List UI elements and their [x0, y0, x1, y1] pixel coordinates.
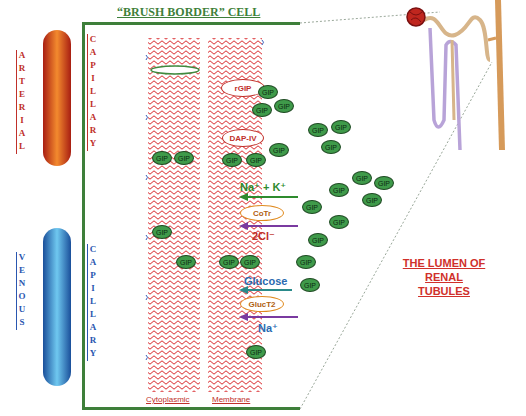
molecule-label: GIP	[250, 349, 262, 356]
vertical-label: CAPILLARY	[88, 244, 98, 361]
vertical-label: CAPILLARY	[88, 34, 98, 151]
molecule-label: GIP	[356, 175, 368, 182]
empty-oval	[151, 66, 199, 74]
gip-molecule: GIP	[222, 153, 242, 167]
gip-molecule: GIP	[174, 151, 194, 165]
molecule-label: GIP	[244, 259, 256, 266]
molecule-label: GIP	[312, 237, 324, 244]
receptor-oval: DAP-IV	[222, 129, 264, 147]
oval-label: CoTr	[253, 209, 271, 218]
receptor-oval: GlucT2	[240, 296, 284, 312]
molecule-label: GIP	[366, 197, 378, 204]
molecule-label: GIP	[333, 219, 345, 226]
gip-molecule: GIP	[252, 103, 272, 117]
gip-molecule: GIP	[258, 85, 278, 99]
transport-arrows	[239, 193, 298, 321]
gip-molecule: GIP	[240, 255, 260, 269]
molecule-label: GIP	[250, 157, 262, 164]
molecule-label: GIP	[333, 187, 345, 194]
gip-molecule: GIP	[308, 233, 328, 247]
gip-molecule: GIP	[374, 176, 394, 190]
venous-capillary: VENOUS CAPILLARY	[15, 222, 105, 390]
membrane-zigzag	[148, 38, 200, 392]
molecule-label: GIP	[325, 144, 337, 151]
vertical-label: VENOUS	[17, 252, 27, 330]
gip-molecule: GIP	[321, 140, 341, 154]
cell-box: “BRUSH BORDER” CELLrGIPDAP-IVCoTrGlucT2G…	[82, 22, 300, 410]
molecule-label: GIP	[256, 107, 268, 114]
molecule-label: GIP	[223, 259, 235, 266]
capillary-tube	[43, 30, 71, 166]
gip-molecule: GIP	[329, 215, 349, 229]
region-label: THE LUMEN OF RENAL TUBULES	[398, 256, 490, 298]
gip-molecule: GIP	[274, 99, 294, 113]
ion-label: Na⁺ + K⁺	[240, 181, 286, 194]
gip-molecule: GIP	[269, 143, 289, 157]
gip-molecule: GIP	[296, 255, 316, 269]
molecule-label: GIP	[226, 157, 238, 164]
molecule-label: GIP	[180, 259, 192, 266]
oval-label: GlucT2	[248, 300, 275, 309]
molecule-label: GIP	[378, 180, 390, 187]
vertical-label: ARTERIAL	[17, 50, 27, 154]
gip-molecule: GIP	[300, 278, 320, 292]
oval-label: rGIP	[235, 84, 252, 93]
membrane-label: Membrane	[212, 395, 250, 404]
molecule-label: GIP	[335, 124, 347, 131]
cell-heading: “BRUSH BORDER” CELL	[117, 5, 260, 20]
capillary-tube	[43, 228, 71, 386]
gip-molecule: GIP	[302, 200, 322, 214]
gip-molecule: GIP	[152, 225, 172, 239]
ion-label: 2Cl⁻	[252, 230, 275, 243]
gip-molecule: GIP	[362, 193, 382, 207]
arterial-capillary: ARTERIAL CAPILLARY	[15, 26, 105, 172]
oval-label: DAP-IV	[229, 134, 256, 143]
gip-molecule: GIP	[308, 123, 328, 137]
ion-label: Na⁺	[258, 322, 278, 335]
gip-molecule: GIP	[331, 120, 351, 134]
receptor-oval: CoTr	[240, 205, 284, 221]
molecule-label: GIP	[306, 204, 318, 211]
molecule-label: GIP	[312, 127, 324, 134]
molecule-label: GIP	[273, 147, 285, 154]
membrane-label: Cytoplasmic	[146, 395, 190, 404]
gip-molecule: GIP	[152, 151, 172, 165]
gip-molecule: GIP	[219, 255, 239, 269]
zoom-line	[300, 62, 492, 409]
gip-molecule: GIP	[352, 171, 372, 185]
membrane-marks	[146, 40, 264, 360]
ion-label: Glucose	[244, 275, 287, 287]
molecule-label: GIP	[262, 89, 274, 96]
molecule-label: GIP	[304, 282, 316, 289]
molecule-label: GIP	[156, 155, 168, 162]
gip-molecule: GIP	[329, 183, 349, 197]
gip-molecule: GIP	[176, 255, 196, 269]
gip-molecule: GIP	[246, 153, 266, 167]
molecule-label: GIP	[178, 155, 190, 162]
molecule-label: GIP	[278, 103, 290, 110]
molecule-label: GIP	[300, 259, 312, 266]
gip-molecule: GIP	[246, 345, 266, 359]
nephron-illustration	[407, 0, 502, 150]
molecule-label: GIP	[156, 229, 168, 236]
